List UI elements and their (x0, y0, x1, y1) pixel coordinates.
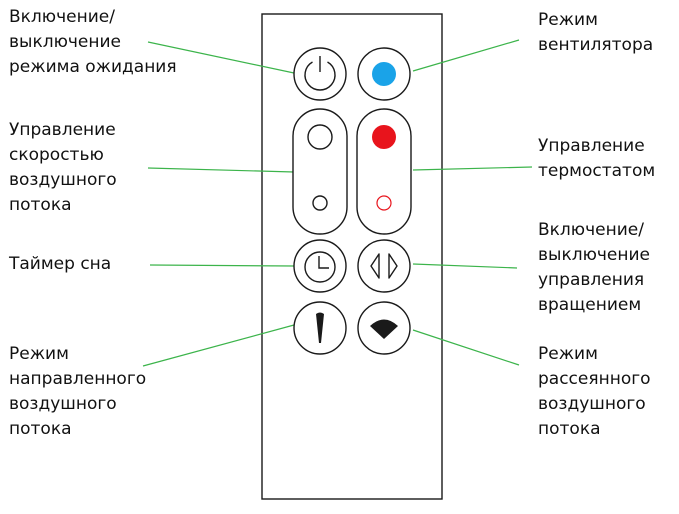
blue-dot-icon (372, 62, 396, 86)
label-focused-mode-line-3: воздушного (9, 394, 117, 414)
fan-mode-button[interactable] (357, 47, 411, 101)
label-fan-mode-line-1: Режим (538, 10, 598, 30)
label-focused-mode-line-2: направленного (9, 369, 147, 389)
airflow-speed-control[interactable] (292, 108, 348, 235)
speed-circles-icon (307, 124, 333, 211)
label-standby: Включение/ выключение режима ожидания (9, 5, 177, 80)
label-airflow-speed-line-4: потока (9, 195, 72, 215)
label-airflow-speed: Управление скоростью воздушного потока (9, 118, 117, 218)
speed-down-icon[interactable] (312, 195, 328, 211)
label-oscillation-line-4: вращением (538, 295, 642, 315)
leader-line-oscillation (412, 263, 518, 269)
leader-line-timer (149, 264, 295, 267)
label-oscillation: Включение/ выключение управления вращени… (538, 218, 650, 318)
leader-line-focused (142, 324, 295, 367)
label-oscillation-line-3: управления (538, 270, 645, 290)
label-thermostat-line-1: Управление (538, 136, 645, 156)
label-fan-mode: Режим вентилятора (538, 8, 653, 58)
label-sleep-timer-line-1: Таймер сна (9, 254, 112, 274)
leader-line-thermostat (412, 166, 533, 171)
oscillation-arrows-icon (370, 253, 398, 279)
focused-airflow-icon (316, 312, 324, 343)
label-diffused-mode-line-2: рассеянного (538, 369, 651, 389)
temperature-up-icon[interactable] (372, 125, 396, 149)
label-focused-mode-line-4: потока (9, 419, 72, 439)
red-dot-icon (372, 125, 396, 211)
label-standby-line-2: выключение (9, 32, 122, 52)
diffused-airflow-icon (370, 319, 398, 339)
label-airflow-speed-line-1: Управление (9, 120, 116, 140)
label-diffused-mode: Режим рассеянного воздушного потока (538, 342, 651, 442)
label-focused-mode-line-1: Режим (9, 344, 69, 364)
leader-line-speed (147, 167, 295, 173)
thermostat-control[interactable] (356, 108, 412, 235)
diffused-airflow-button[interactable] (357, 301, 411, 355)
leader-line-diffused (412, 329, 520, 366)
temperature-down-icon[interactable] (376, 195, 392, 211)
power-icon (304, 56, 336, 91)
label-thermostat: Управление термостатом (538, 134, 655, 184)
clock-icon (304, 251, 336, 283)
sleep-timer-button[interactable] (293, 239, 347, 293)
remote-body (261, 13, 443, 500)
label-thermostat-line-2: термостатом (538, 161, 656, 181)
focused-airflow-button[interactable] (293, 301, 347, 355)
label-airflow-speed-line-3: воздушного (9, 170, 117, 190)
label-diffused-mode-line-4: потока (538, 419, 601, 439)
leader-lines (142, 39, 533, 367)
label-diffused-mode-line-3: воздушного (538, 394, 646, 414)
speed-up-icon[interactable] (307, 124, 333, 150)
standby-button[interactable] (293, 47, 347, 101)
label-airflow-speed-line-2: скоростью (9, 145, 104, 165)
label-diffused-mode-line-1: Режим (538, 344, 598, 364)
label-focused-mode: Режим направленного воздушного потока (9, 342, 146, 442)
label-sleep-timer: Таймер сна (9, 252, 111, 277)
label-fan-mode-line-2: вентилятора (538, 35, 654, 55)
oscillation-button[interactable] (357, 239, 411, 293)
label-standby-line-1: Включение/ (9, 7, 115, 27)
label-oscillation-line-2: выключение (538, 245, 651, 265)
leader-line-fan (412, 39, 520, 72)
leader-line-standby (147, 41, 295, 74)
label-standby-line-3: режима ожидания (9, 57, 177, 77)
label-oscillation-line-1: Включение/ (538, 220, 644, 240)
